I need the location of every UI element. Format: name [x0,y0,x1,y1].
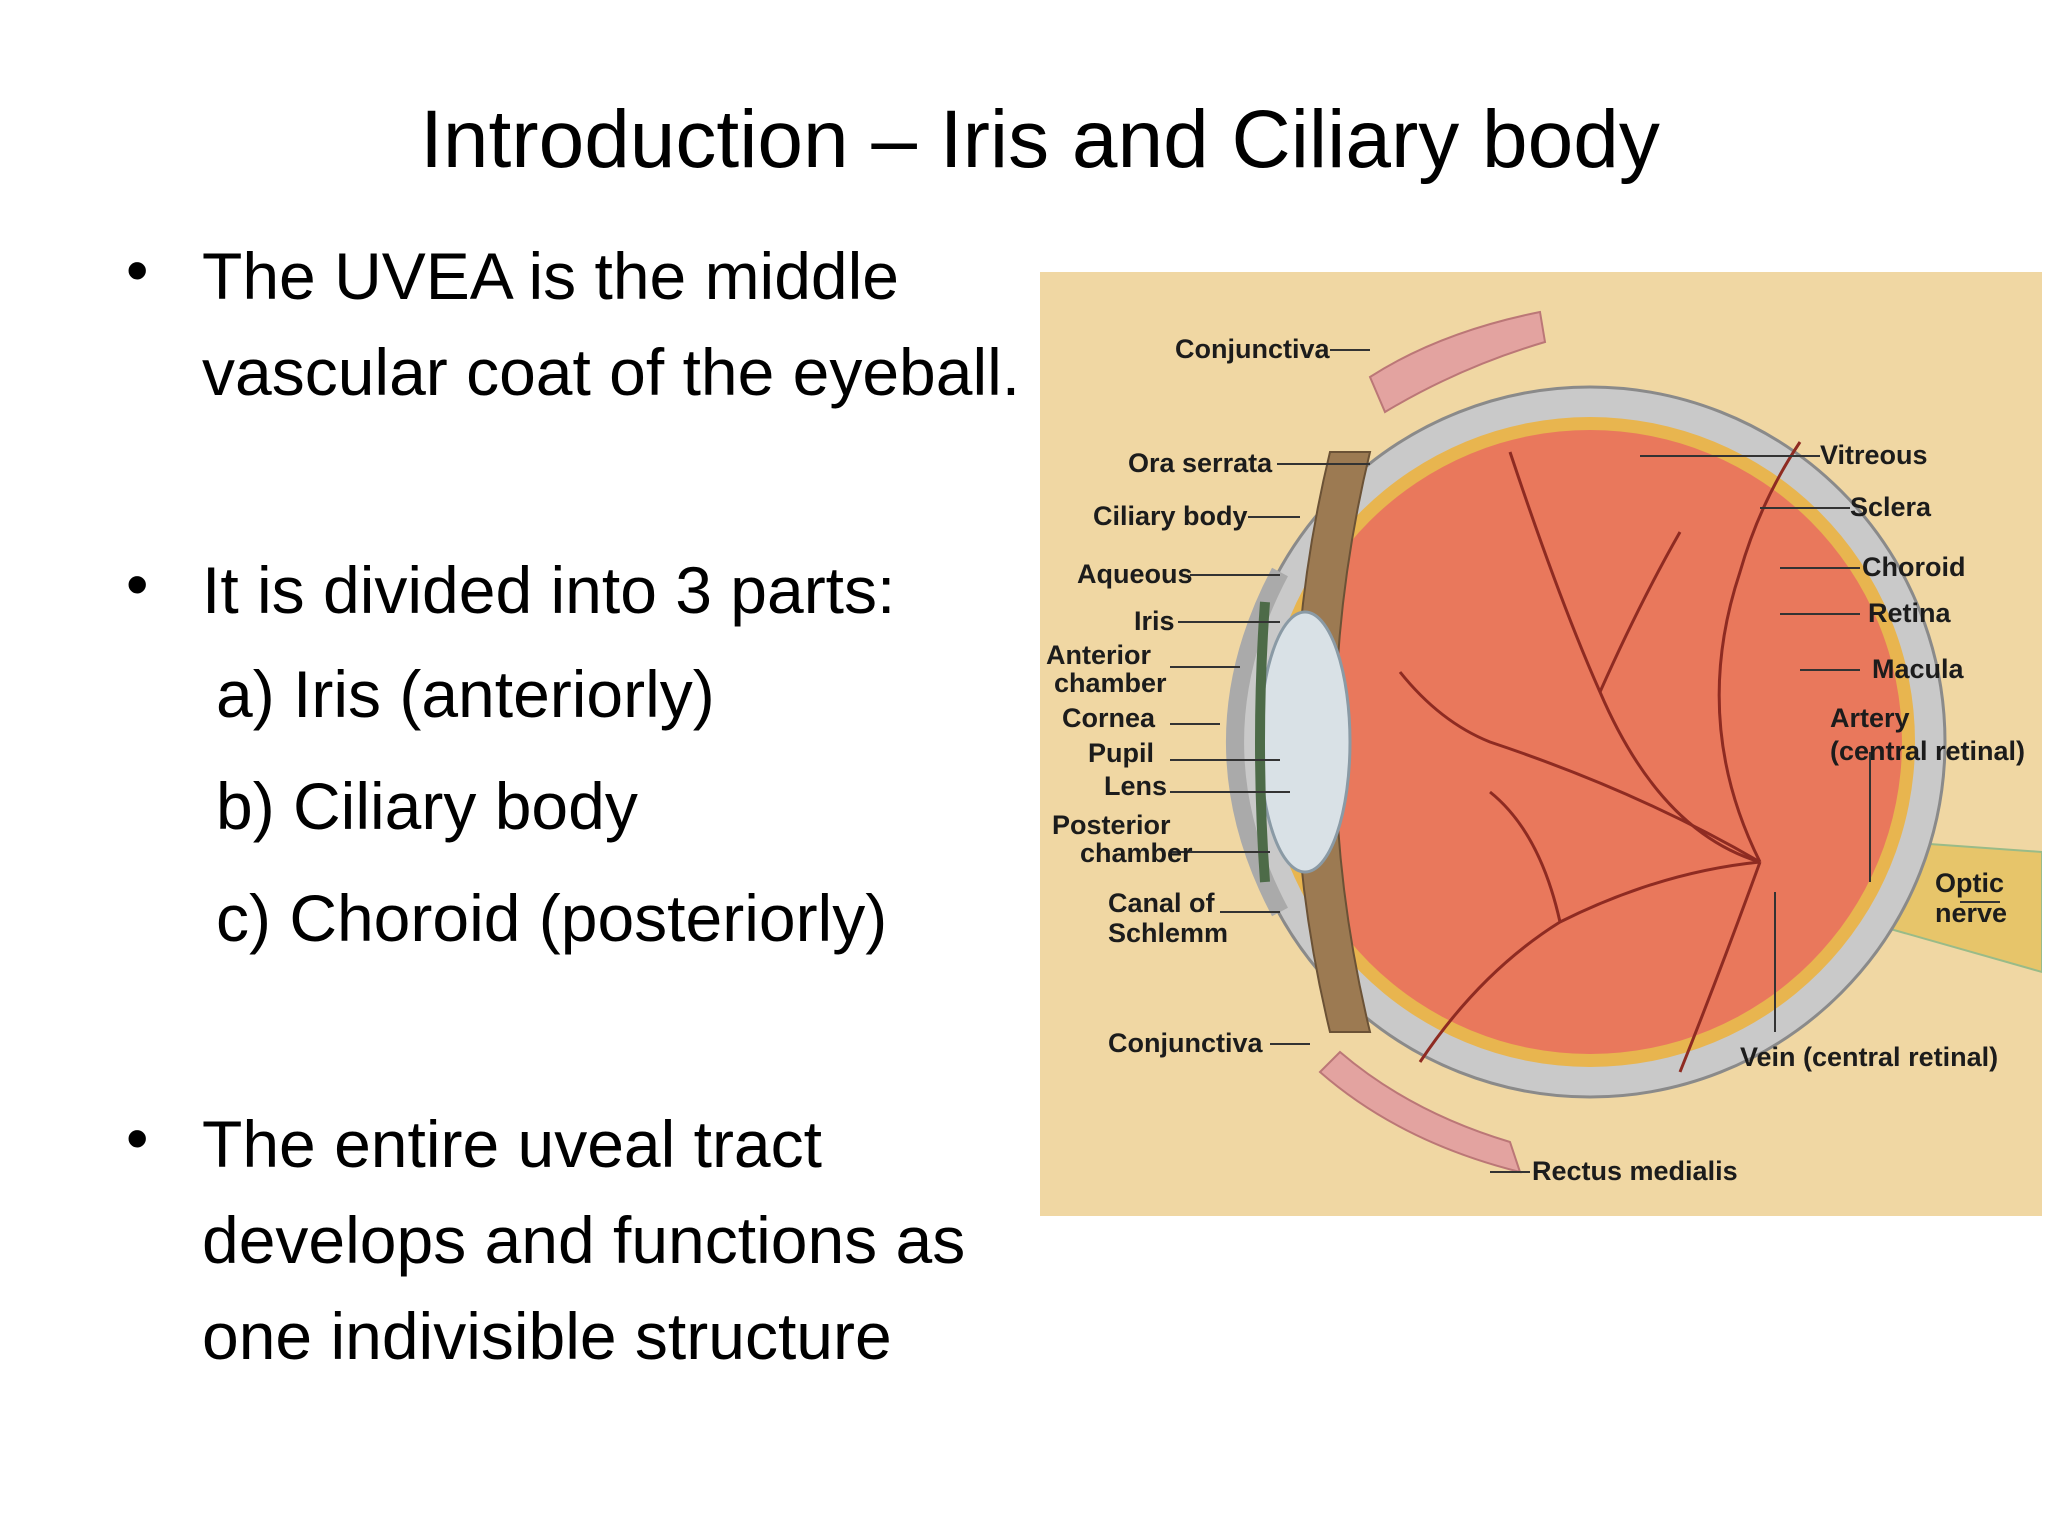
label-vitreous: Vitreous [1820,440,1928,470]
label-nerve: nerve [1935,898,2007,928]
label-iris: Iris [1134,606,1175,636]
bullet-uvea: • The UVEA is the middle vascular coat o… [120,228,1060,420]
part-item: b) Ciliary body [216,769,638,843]
bullet-dot: • [126,234,149,306]
slide-title: Introduction – Iris and Ciliary body [420,94,1660,185]
label-posterior: Posterior [1052,810,1171,840]
part-item: a) Iris (anteriorly) [216,657,715,731]
vitreous [1278,430,1902,1054]
bullet-parts: • It is divided into 3 parts: [120,542,1060,638]
label-aqueous: Aqueous [1077,559,1193,589]
bullet-dot: • [126,548,149,620]
label-artery-sub: (central retinal) [1830,736,2025,766]
label-ciliary-body: Ciliary body [1093,501,1248,531]
label-optic: Optic [1935,868,2004,898]
label-sclera: Sclera [1850,492,1932,522]
part-item: c) Choroid (posteriorly) [216,881,888,955]
label-artery: Artery [1830,703,1910,733]
label-ora-serrata: Ora serrata [1128,448,1273,478]
bullet-dot: • [126,1102,149,1174]
label-conjunctiva-top: Conjunctiva [1175,334,1330,364]
lens [1258,610,1352,874]
label-pupil: Pupil [1088,738,1154,768]
label-choroid: Choroid [1862,552,1965,582]
label-retina: Retina [1868,598,1952,628]
label-rectus-medialis: Rectus medialis [1532,1156,1738,1186]
label-chamber-anterior: chamber [1054,668,1167,698]
leader-lines [1170,349,2000,1173]
bullet-text: It is divided into 3 parts: [202,553,896,627]
label-conjunctiva-bottom: Conjunctiva [1108,1028,1263,1058]
label-anterior: Anterior [1046,640,1152,670]
bullet-text: The entire uveal tract develops and func… [202,1107,966,1373]
eye-anatomy-diagram: Conjunctiva Ora serrata Ciliary body Aqu… [1046,310,2042,1186]
label-schlemm: Schlemm [1108,918,1228,948]
label-lens: Lens [1104,771,1167,801]
label-cornea: Cornea [1062,703,1156,733]
bullet-uveal-tract: • The entire uveal tract develops and fu… [120,1096,1060,1384]
label-vein: Vein (central retinal) [1740,1042,1998,1072]
label-macula: Macula [1872,654,1965,684]
bullet-list: • The UVEA is the middle vascular coat o… [120,228,1060,1384]
bullet-text: The UVEA is the middle vascular coat of … [202,239,1021,409]
iris [1255,601,1270,883]
retinal-vessels [1398,441,1802,1073]
eye-anatomy-figure: Conjunctiva Ora serrata Ciliary body Aqu… [1040,272,2042,1216]
rectus-muscle-top [1368,310,1547,414]
label-canal-of: Canal of [1108,888,1216,918]
label-chamber-posterior: chamber [1080,838,1193,868]
